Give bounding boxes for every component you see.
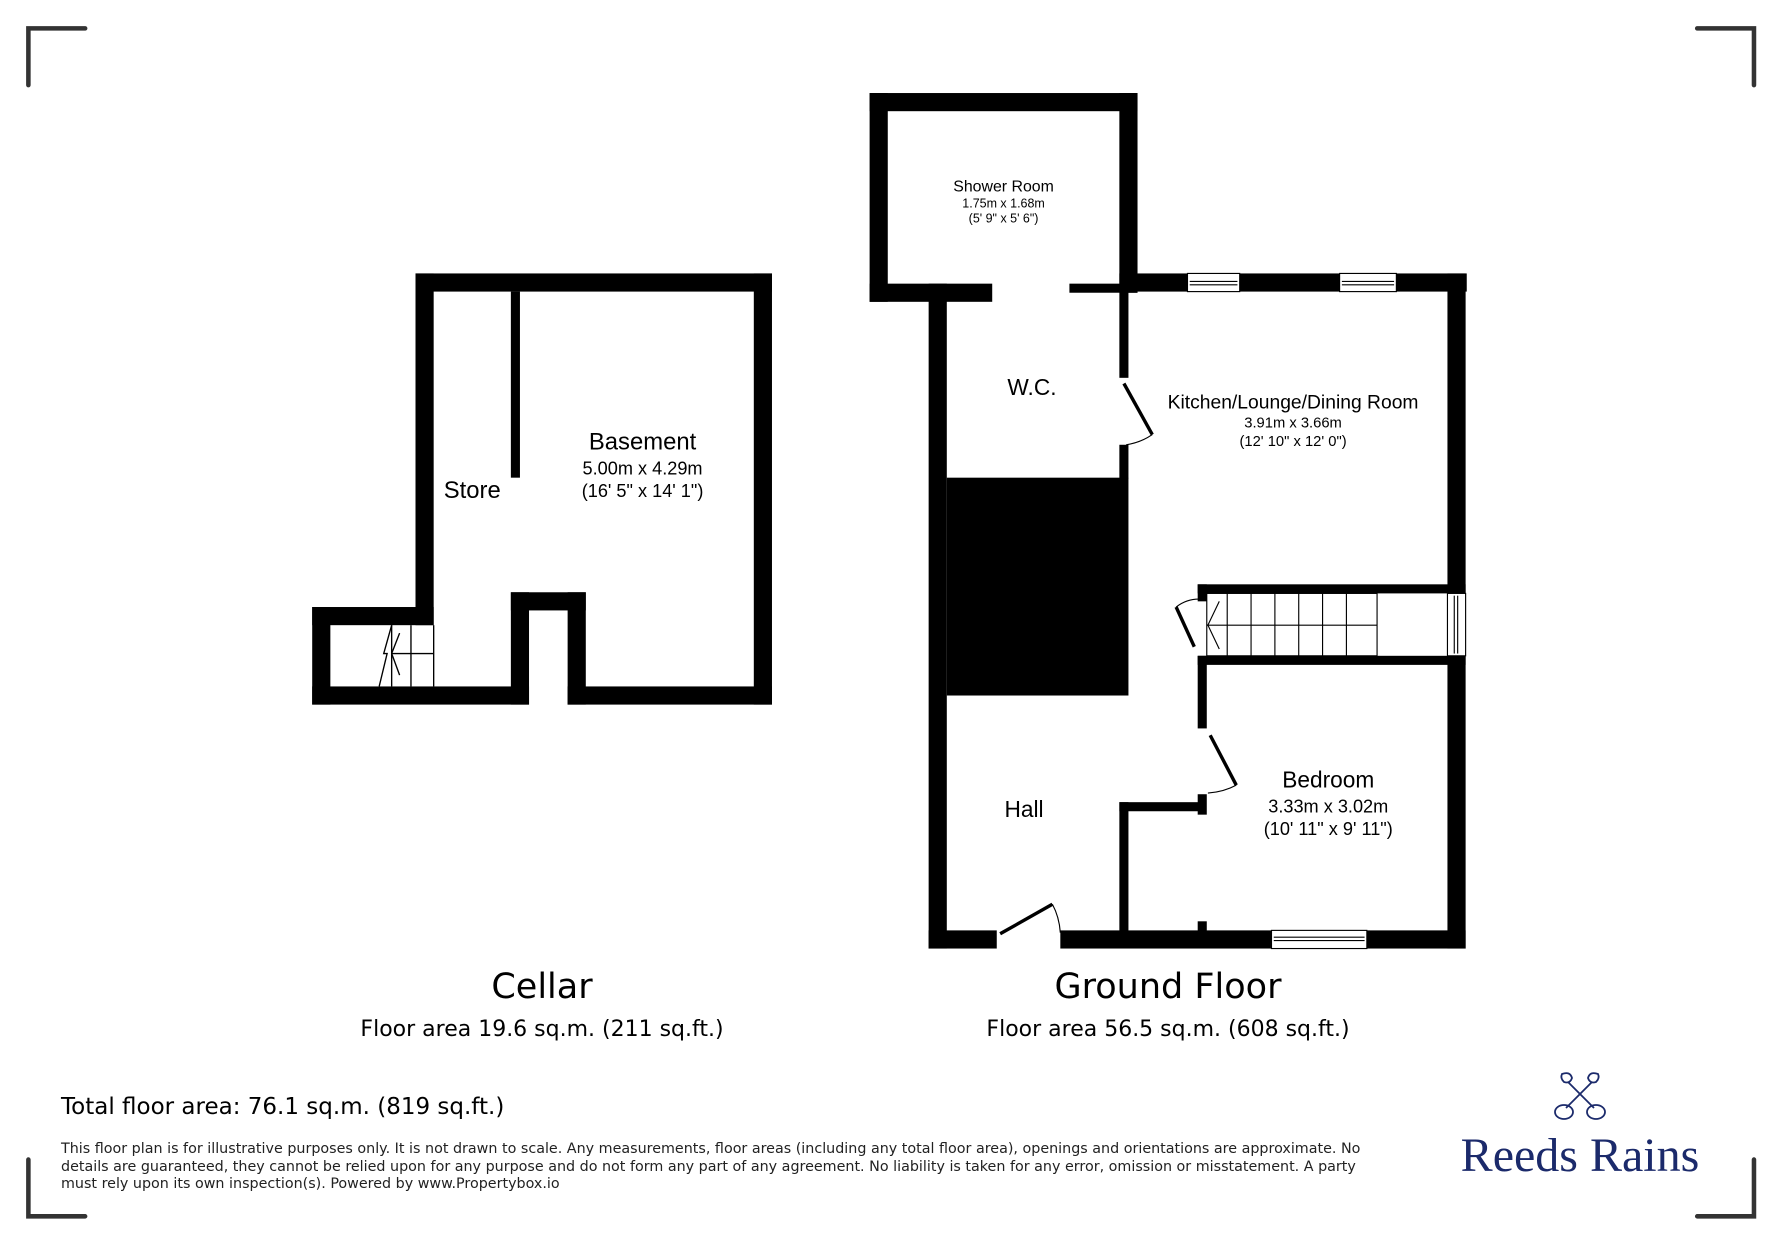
room-name-hall: Hall [1004, 796, 1043, 822]
cellar-stairs [378, 624, 435, 687]
room-metric-basement: 5.00m x 4.29m [583, 458, 703, 478]
room-name-basement: Basement [589, 428, 697, 455]
total-floor-area: Total floor area: 76.1 sq.m. (819 sq.ft.… [61, 1094, 505, 1120]
ground-floor-title: Ground Floor Floor area 56.5 sq.m. (608 … [918, 965, 1418, 1045]
room-imperial-bedroom: (10' 11" x 9' 11") [1264, 819, 1393, 839]
room-name-store: Store [444, 477, 501, 504]
frame-corners [26, 26, 1757, 1219]
room-metric-shower: 1.75m x 1.68m [962, 197, 1045, 211]
cellar-title: Cellar Floor area 19.6 sq.m. (211 sq.ft.… [292, 965, 792, 1045]
room-imperial-shower: (5' 9" x 5' 6") [969, 211, 1039, 225]
ground-floor-stairs [1206, 592, 1378, 657]
disclaimer-text: This floor plan is for illustrative purp… [61, 1141, 1361, 1192]
floor-name-cellar: Cellar [491, 967, 593, 1007]
brand-name: Reeds Rains [1460, 1129, 1700, 1182]
room-metric-bedroom: 3.33m x 3.02m [1268, 796, 1388, 816]
windows [1186, 272, 1467, 950]
room-name-kitchen: Kitchen/Lounge/Dining Room [1168, 392, 1419, 413]
floor-area-cellar: Floor area 19.6 sq.m. (211 sq.ft.) [360, 1017, 724, 1042]
room-name-shower: Shower Room [953, 179, 1054, 196]
room-labels: Basement 5.00m x 4.29m (16' 5" x 14' 1")… [444, 179, 1419, 839]
door-swings [999, 382, 1238, 936]
room-name-wc: W.C. [1007, 374, 1056, 400]
cellar-plan [312, 273, 772, 705]
room-name-bedroom: Bedroom [1282, 766, 1374, 792]
floor-name-ground: Ground Floor [1054, 967, 1282, 1007]
reeds-rains-logo: Reeds Rains [1440, 1070, 1720, 1182]
room-metric-kitchen: 3.91m x 3.66m [1244, 416, 1342, 432]
room-imperial-basement: (16' 5" x 14' 1") [582, 481, 704, 501]
room-imperial-kitchen: (12' 10" x 12' 0") [1239, 434, 1346, 450]
crossed-keys-icon [1554, 1072, 1606, 1120]
floor-area-ground: Floor area 56.5 sq.m. (608 sq.ft.) [986, 1017, 1350, 1042]
